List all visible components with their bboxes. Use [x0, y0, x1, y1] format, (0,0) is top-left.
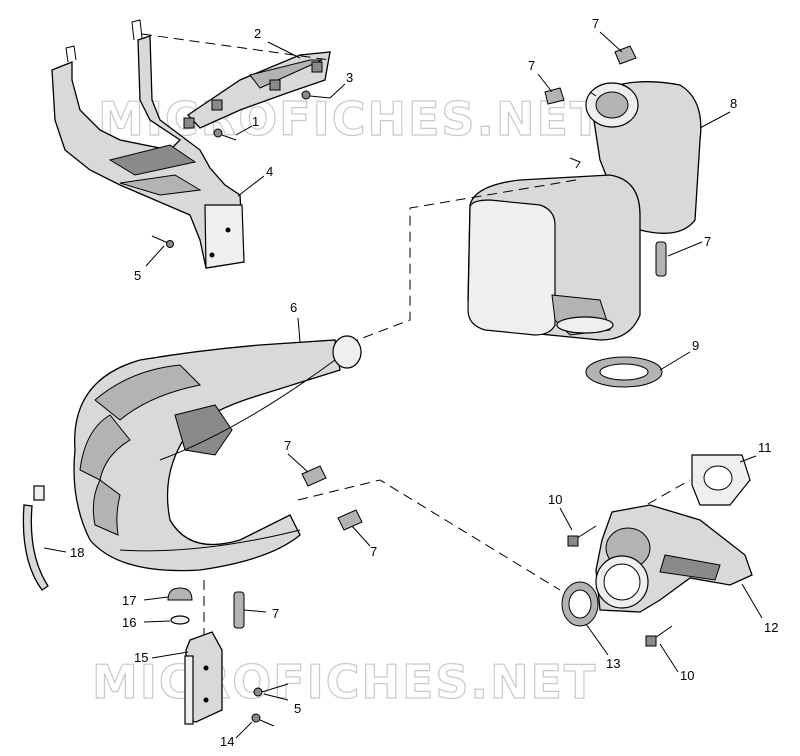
callout-5-bottom: 5 [294, 701, 301, 716]
callout-12: 12 [764, 620, 778, 635]
callout-7-a: 7 [592, 16, 599, 31]
callout-7-f: 7 [272, 606, 279, 621]
callout-10-bottom: 10 [680, 668, 694, 683]
callout-5-top: 5 [134, 268, 141, 283]
fastener-part-1 [213, 128, 237, 141]
screw-part-5-top [151, 235, 174, 248]
dash-pipe-to-manifold [297, 479, 561, 591]
washer-part-16 [170, 615, 190, 625]
callout-16: 16 [122, 615, 136, 630]
dash-bracket-to-shield [141, 33, 331, 61]
muffler-part-8 [467, 81, 702, 341]
heat-shield-part-2 [183, 51, 331, 129]
expansion-chamber-part-6 [73, 335, 362, 572]
callout-leaders [43, 31, 763, 739]
callout-18: 18 [70, 545, 84, 560]
callout-7-e: 7 [370, 544, 377, 559]
callout-13: 13 [606, 656, 620, 671]
callout-8: 8 [730, 96, 737, 111]
grommet-part-17 [167, 587, 193, 601]
callout-11: 11 [758, 440, 772, 455]
callout-15: 15 [134, 650, 148, 665]
spring-part-7-d [301, 465, 327, 487]
spring-part-7-f [233, 591, 245, 629]
callout-9: 9 [692, 338, 699, 353]
callout-7-b: 7 [528, 58, 535, 73]
callout-2: 2 [254, 26, 261, 41]
spring-part-7-c [655, 241, 667, 277]
gasket-part-13 [561, 581, 599, 627]
bolt-part-10-bottom [645, 625, 673, 647]
bolt-part-10-top [567, 525, 597, 547]
callout-6: 6 [290, 300, 297, 315]
callout-1: 1 [252, 114, 259, 129]
manifold-part-12 [595, 504, 753, 613]
bracket-part-15 [184, 631, 223, 725]
fastener-part-3 [301, 90, 331, 100]
callout-7-c: 7 [704, 234, 711, 249]
watermark-top: MICROFICHES.NET [98, 92, 603, 146]
dash-muffler-to-pipe [351, 179, 577, 343]
nut-part-14 [251, 713, 275, 727]
bracket-part-4 [51, 19, 245, 269]
callout-10-top: 10 [548, 492, 562, 507]
screw-part-5-bottom [253, 683, 289, 697]
gasket-part-9 [585, 356, 663, 388]
callout-7-d: 7 [284, 438, 291, 453]
callout-14: 14 [220, 734, 234, 749]
watermark-bottom: MICROFICHES.NET [92, 655, 597, 709]
strap-part-18 [22, 485, 49, 591]
spring-part-7-b [544, 87, 565, 105]
callout-17: 17 [122, 593, 136, 608]
callout-4: 4 [266, 164, 273, 179]
flange-gasket-part-11 [691, 454, 751, 506]
spring-part-7-e [337, 509, 363, 531]
callout-3: 3 [346, 70, 353, 85]
dash-gasket-to-manifold [619, 479, 691, 521]
